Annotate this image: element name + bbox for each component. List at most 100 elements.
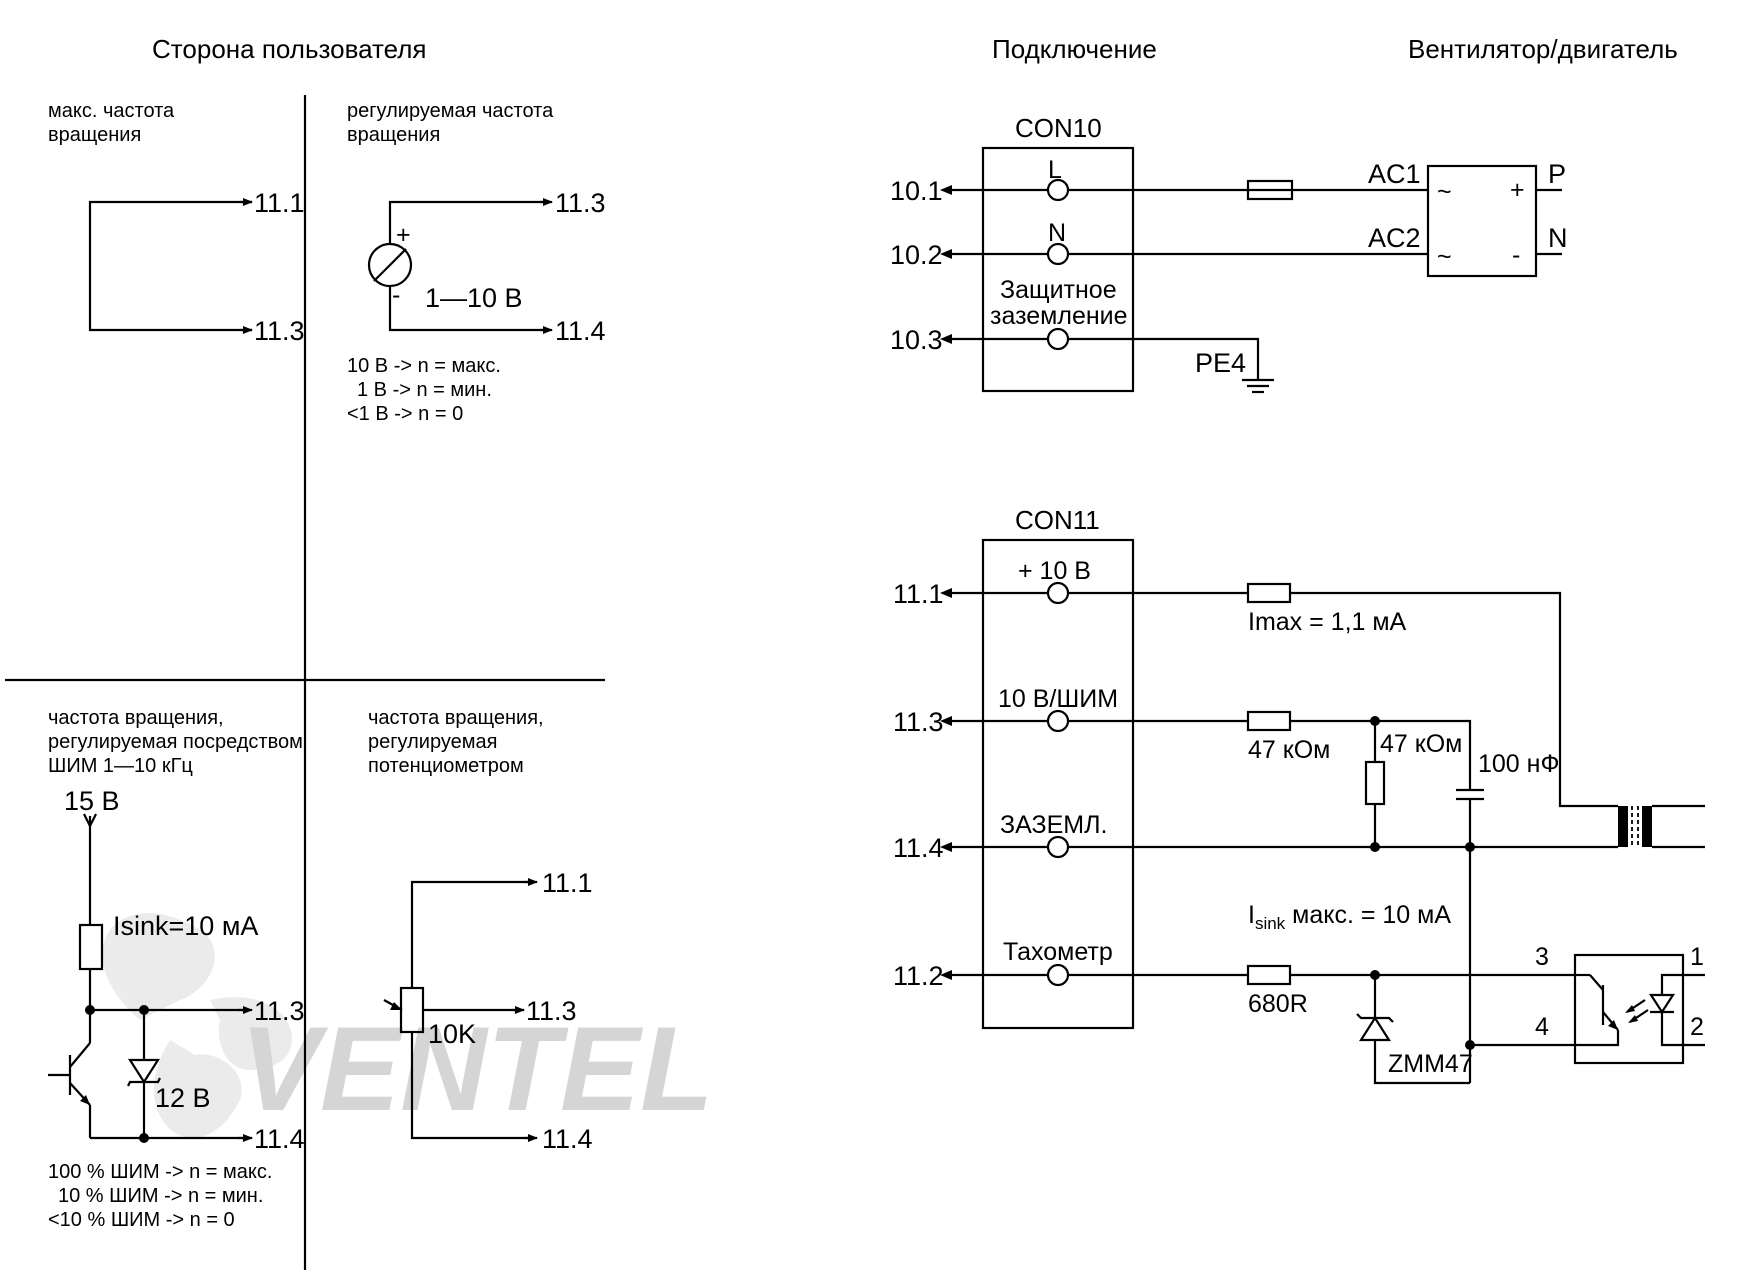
con11-pin-11-4	[1046, 835, 1070, 859]
con11-47k-resistor-shunt	[1364, 760, 1386, 806]
regulated-voltage-range: 1—10 В	[425, 283, 523, 313]
ac1-label: AC1	[1368, 159, 1421, 189]
regulated-terminal-11-3: 11.3	[555, 188, 606, 218]
con11-pin-10v-label: + 10 В	[1018, 557, 1091, 585]
header-fan-motor: Вентилятор/двигатель	[1408, 34, 1678, 64]
isink-label: Isink макс. = 10 мА	[1248, 901, 1451, 933]
con11-block: CON11 + 10 В 11.1 Imax = 1,1 мА 10 В/ШИМ…	[893, 505, 1705, 1085]
pwm-note-2: 10 % ШИМ -> n = мин.	[58, 1185, 263, 1207]
pot-terminal-11-1: 11.1	[542, 868, 593, 898]
pe4-label: PE4	[1195, 348, 1246, 378]
opto-pin-3: 3	[1535, 943, 1549, 971]
pot-title-2: регулируемая	[368, 731, 497, 753]
max-speed-jumper-wire	[88, 200, 252, 332]
pwm-supply-label: 15 В	[64, 786, 120, 816]
con11-title: CON11	[1015, 505, 1100, 535]
panel-max-speed: макс. частота вращения 11.1 11.3	[48, 100, 305, 346]
source-minus: -	[392, 281, 400, 309]
pot-terminal-11-3: 11.3	[526, 996, 577, 1026]
con10-terminal-10-2: 10.2	[890, 240, 943, 270]
r1-label: 47 кОм	[1248, 736, 1330, 764]
con10-pe-label-2: заземление	[990, 302, 1128, 330]
opto-pin-1: 1	[1690, 943, 1704, 971]
phototransistor-icon	[1575, 973, 1620, 1047]
con11-47k-resistor-series	[1246, 710, 1292, 732]
header-user-side: Сторона пользователя	[152, 34, 426, 64]
con11-imax-resistor	[1246, 582, 1292, 604]
con10-terminal-10-3: 10.3	[890, 325, 943, 355]
con11-pin-11-2	[1046, 963, 1070, 987]
imax-label: Imax = 1,1 мА	[1248, 608, 1407, 636]
con11-pin-11-1	[1046, 581, 1070, 605]
rect-plus: +	[1510, 176, 1525, 204]
max-speed-title-1: макс. частота	[48, 100, 175, 122]
regulated-note-1: 10 В -> n = макс.	[347, 355, 501, 377]
con10-pin-n-label: N	[1048, 219, 1066, 247]
con10-title: CON10	[1015, 113, 1102, 143]
pot-terminal-11-4: 11.4	[542, 1124, 593, 1154]
pwm-isink-label: Isink=10 мА	[113, 911, 258, 941]
isolation-transformer-icon	[1618, 804, 1705, 849]
rect-tilde-1: ~	[1437, 178, 1452, 206]
con11-pin-pwm-label: 10 В/ШИМ	[998, 685, 1118, 713]
rectifier-box	[1426, 164, 1538, 278]
regulated-wire-bottom	[388, 286, 550, 332]
regulated-note-2: 1 В -> n = мин.	[357, 379, 492, 401]
con11-680r-resistor	[1246, 964, 1292, 986]
rect-tilde-2: ~	[1437, 243, 1452, 271]
regulated-note-3: <1 В -> n = 0	[347, 403, 463, 425]
watermark-text: VENTEL	[240, 1002, 713, 1136]
regulated-terminal-11-4: 11.4	[555, 316, 606, 346]
pwm-title-3: ШИМ 1—10 кГц	[48, 755, 193, 777]
panel-regulated-speed: регулируемая частота вращения + - 1—10 В…	[347, 100, 606, 425]
con11-terminal-11-4: 11.4	[893, 833, 944, 863]
max-speed-terminal-11-3: 11.3	[254, 316, 305, 346]
fan-logo-icon	[102, 913, 293, 1138]
con11-box	[981, 538, 1135, 1030]
voltage-source-icon	[367, 242, 413, 288]
con10-pe-label-1: Защитное	[1000, 276, 1117, 304]
pwm-zener-label: 12 В	[155, 1083, 211, 1113]
watermark: VENTEL	[102, 913, 713, 1138]
p-label: P	[1548, 159, 1566, 189]
max-speed-terminal-11-1: 11.1	[254, 188, 305, 218]
zener-label: ZMM47	[1388, 1050, 1473, 1078]
cap-label: 100 нФ	[1478, 750, 1559, 778]
ac2-label: AC2	[1368, 223, 1421, 253]
optocoupler-box	[1573, 953, 1685, 1065]
con10-pin-10-2	[1046, 242, 1070, 266]
con10-pin-10-1	[1046, 178, 1070, 202]
panel-potentiometer: частота вращения, регулируемая потенциом…	[368, 707, 593, 1154]
pwm-note-1: 100 % ШИМ -> n = макс.	[48, 1161, 272, 1183]
regulated-wire-top	[388, 200, 550, 244]
con11-pin-gnd-label: ЗАЗЕМЛ.	[1000, 811, 1107, 839]
pwm-terminal-11-4: 11.4	[254, 1124, 305, 1154]
opto-led-icon	[1648, 973, 1705, 1047]
regulated-title-1: регулируемая частота	[347, 100, 554, 122]
max-speed-title-2: вращения	[48, 124, 141, 146]
con11-pin-11-3	[1046, 709, 1070, 733]
opto-pin-2: 2	[1690, 1013, 1704, 1041]
zmm47-zener-icon	[1358, 1015, 1392, 1042]
con10-box	[981, 146, 1135, 393]
con11-terminal-11-1: 11.1	[893, 579, 944, 609]
pot-title-1: частота вращения,	[368, 707, 544, 729]
r2-label: 47 кОм	[1380, 730, 1462, 758]
pot-title-3: потенциометром	[368, 755, 524, 777]
con11-terminal-11-2: 11.2	[893, 961, 944, 991]
led-light-arrows-icon	[1625, 999, 1649, 1023]
pwm-zener-diode-icon	[127, 1058, 161, 1085]
n-label: N	[1548, 223, 1568, 253]
regulated-title-2: вращения	[347, 124, 440, 146]
r3-label: 680R	[1248, 990, 1308, 1018]
pwm-title-1: частота вращения,	[48, 707, 224, 729]
con10-pin-l-label: L	[1048, 156, 1062, 184]
header-connection: Подключение	[992, 34, 1157, 64]
con11-terminal-11-3: 11.3	[893, 707, 944, 737]
con10-block: CON10 10.1 L 10.2 N Защитное заземление …	[890, 113, 1568, 394]
panel-pwm: частота вращения, регулируемая посредств…	[48, 707, 305, 1231]
con10-terminal-10-1: 10.1	[890, 176, 943, 206]
con10-pin-10-3	[1046, 327, 1070, 351]
opto-pin-4: 4	[1535, 1013, 1549, 1041]
